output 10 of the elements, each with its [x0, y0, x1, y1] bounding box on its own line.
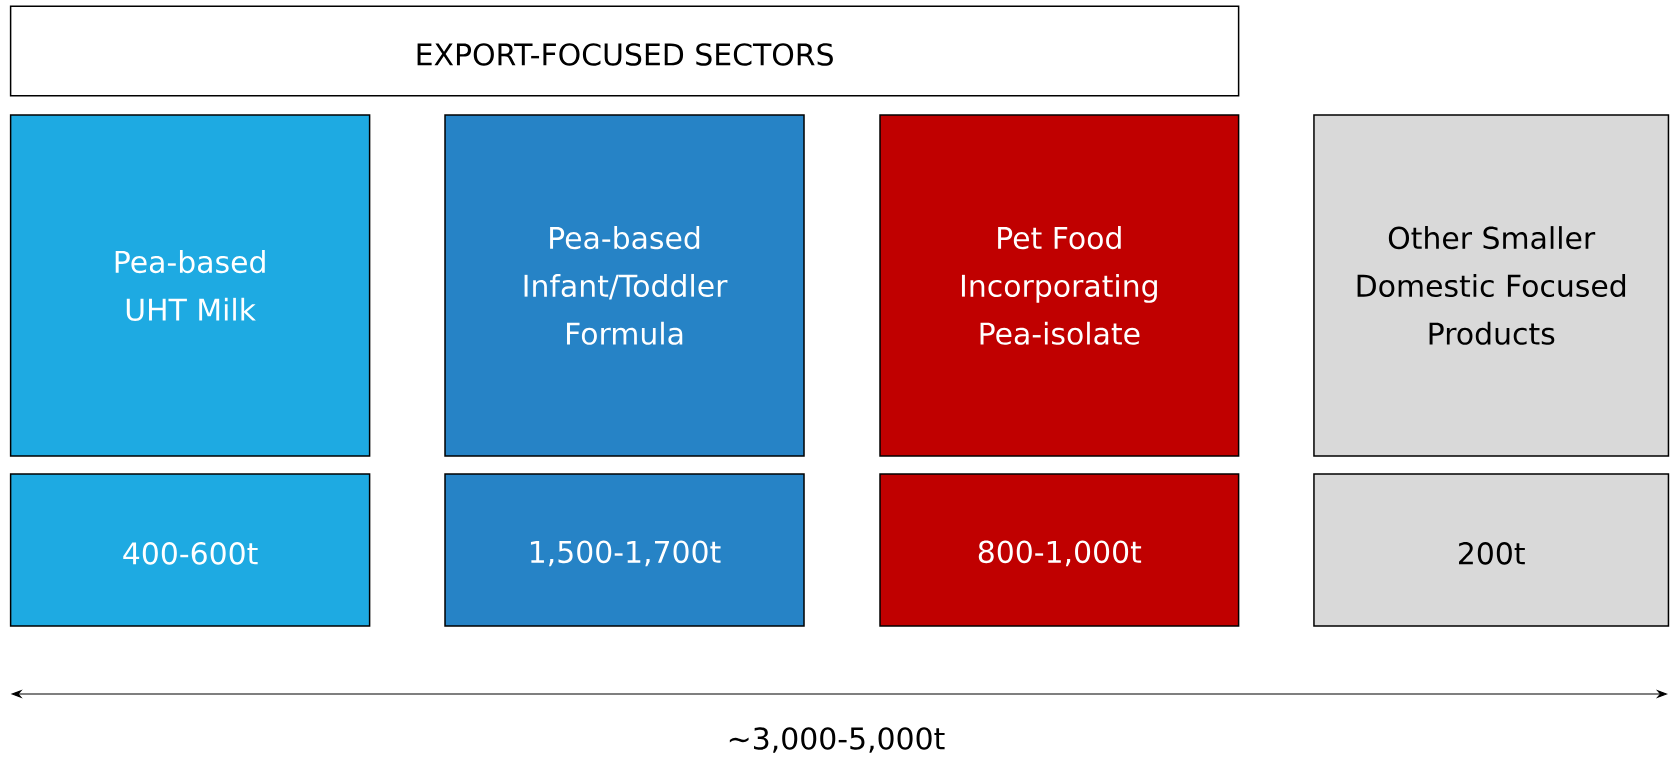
sector-box: Other Smaller Domestic Focused Products — [1313, 114, 1670, 457]
sector-box: Pet Food Incorporating Pea-isolate — [879, 114, 1240, 457]
volume-box: 800-1,000t — [879, 473, 1240, 627]
sector-box: Pea-based Infant/Toddler Formula — [444, 114, 805, 457]
sector-box: Pea-based UHT Milk — [9, 114, 371, 457]
volume-box: 1,500-1,700t — [444, 473, 805, 627]
volume-box: 200t — [1313, 473, 1670, 627]
volume-box: 400-600t — [9, 473, 371, 627]
header-box: EXPORT-FOCUSED SECTORS — [9, 5, 1240, 97]
total-label: ~3,000-5,000t — [729, 727, 945, 753]
